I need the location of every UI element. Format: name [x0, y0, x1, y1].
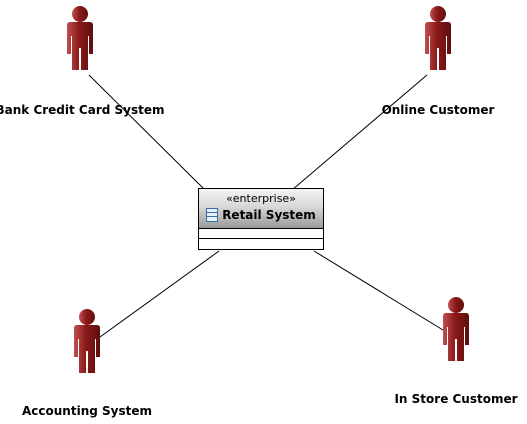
class-icon — [206, 208, 219, 222]
actor-label: In Store Customer — [394, 392, 518, 406]
class-stereotype: «enterprise» — [226, 192, 296, 205]
class-attributes-compartment — [199, 229, 323, 239]
class-operations-compartment — [199, 239, 323, 249]
class-name-row: Retail System — [199, 207, 323, 223]
class-header: «enterprise» Retail System — [199, 189, 323, 229]
actor-label: Accounting System — [22, 404, 152, 418]
actor-label: Bank Credit Card System — [0, 103, 165, 117]
association-online-retail[interactable] — [291, 74, 428, 191]
association-accounting-retail[interactable] — [99, 250, 220, 338]
association-bank-retail[interactable] — [88, 74, 206, 191]
class-retail-system[interactable]: «enterprise» Retail System — [198, 188, 324, 250]
actor-label: Online Customer — [381, 103, 495, 117]
class-name: Retail System — [222, 208, 316, 222]
association-instore-retail[interactable] — [313, 250, 444, 331]
